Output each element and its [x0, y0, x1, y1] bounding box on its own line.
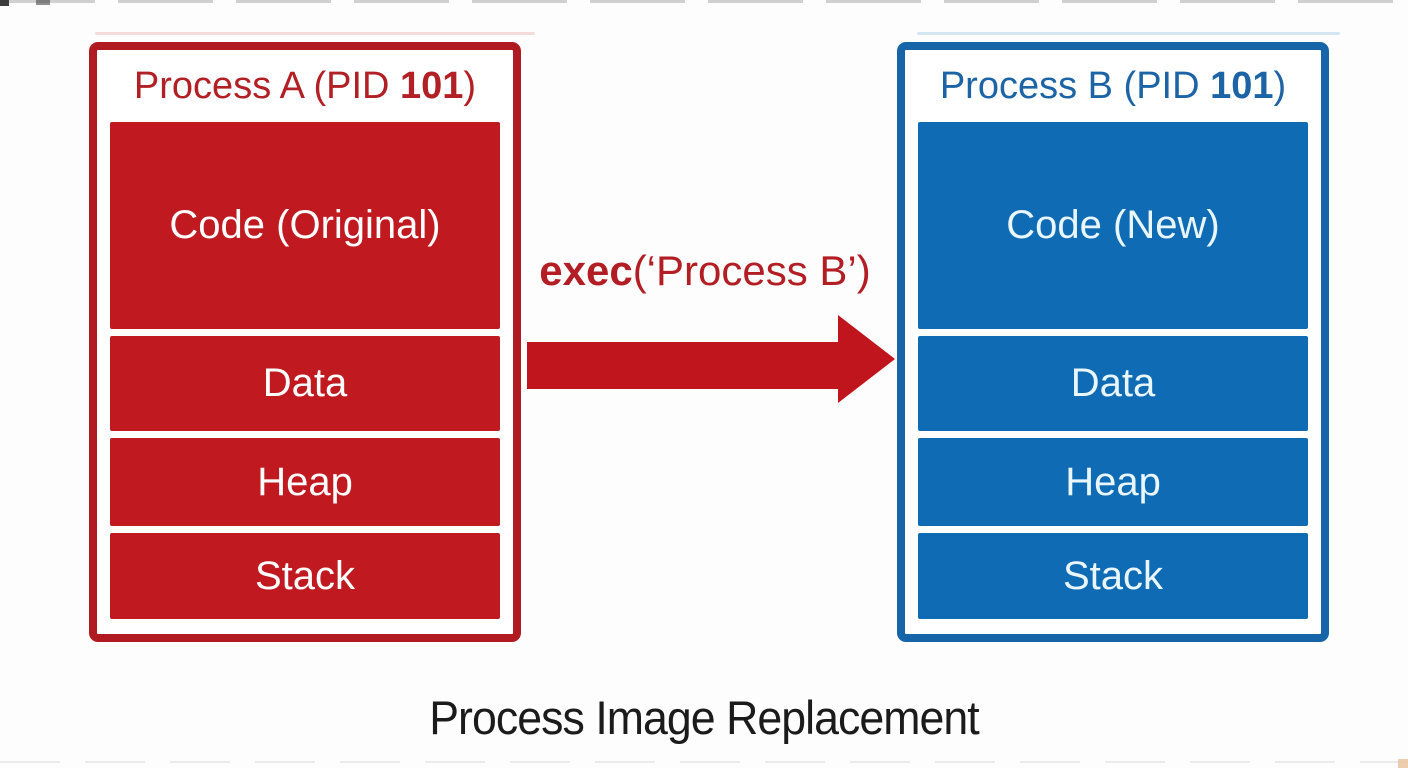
ghost-line-blue	[917, 32, 1340, 35]
block-code: Code (New)	[918, 122, 1308, 329]
top-crop-fragment	[0, 0, 9, 6]
process-a-pid: 101	[400, 65, 464, 107]
block-heap: Heap	[110, 438, 500, 526]
ghost-line-red	[95, 32, 535, 35]
block-heap: Heap	[918, 438, 1308, 526]
block-data: Data	[918, 336, 1308, 431]
process-a-title: Process A (PID 101)	[97, 63, 513, 109]
process-b-pid: 101	[1210, 65, 1274, 107]
block-code: Code (Original)	[110, 122, 500, 329]
process-a-box: Process A (PID 101) Code (Original) Data…	[89, 42, 521, 642]
process-b-title-suffix: )	[1273, 65, 1287, 107]
diagram-caption: Process Image Replacement	[429, 691, 979, 744]
top-crop-artifact	[0, 0, 1408, 3]
exec-keyword: exec	[539, 247, 633, 294]
arrow-body	[527, 342, 839, 389]
process-b-title-prefix: Process B (PID	[939, 65, 1211, 107]
arrow-head	[838, 315, 895, 403]
top-crop-fragment	[36, 0, 50, 5]
block-stack: Stack	[918, 533, 1308, 619]
process-b-title: Process B (PID 101)	[905, 63, 1321, 109]
bottom-crop-artifact	[0, 761, 1408, 763]
block-data: Data	[110, 336, 500, 431]
process-a-title-prefix: Process A (PID	[133, 65, 401, 107]
process-a-title-suffix: )	[463, 65, 477, 107]
exec-call-label: exec(‘Process B’)	[520, 247, 890, 295]
process-a-memory-layout: Code (Original) Data Heap Stack	[110, 122, 500, 619]
exec-argument: (‘Process B’)	[632, 247, 871, 294]
process-b-memory-layout: Code (New) Data Heap Stack	[918, 122, 1308, 619]
corner-speck	[1398, 759, 1408, 768]
block-stack: Stack	[110, 533, 500, 619]
process-b-box: Process B (PID 101) Code (New) Data Heap…	[897, 42, 1329, 642]
